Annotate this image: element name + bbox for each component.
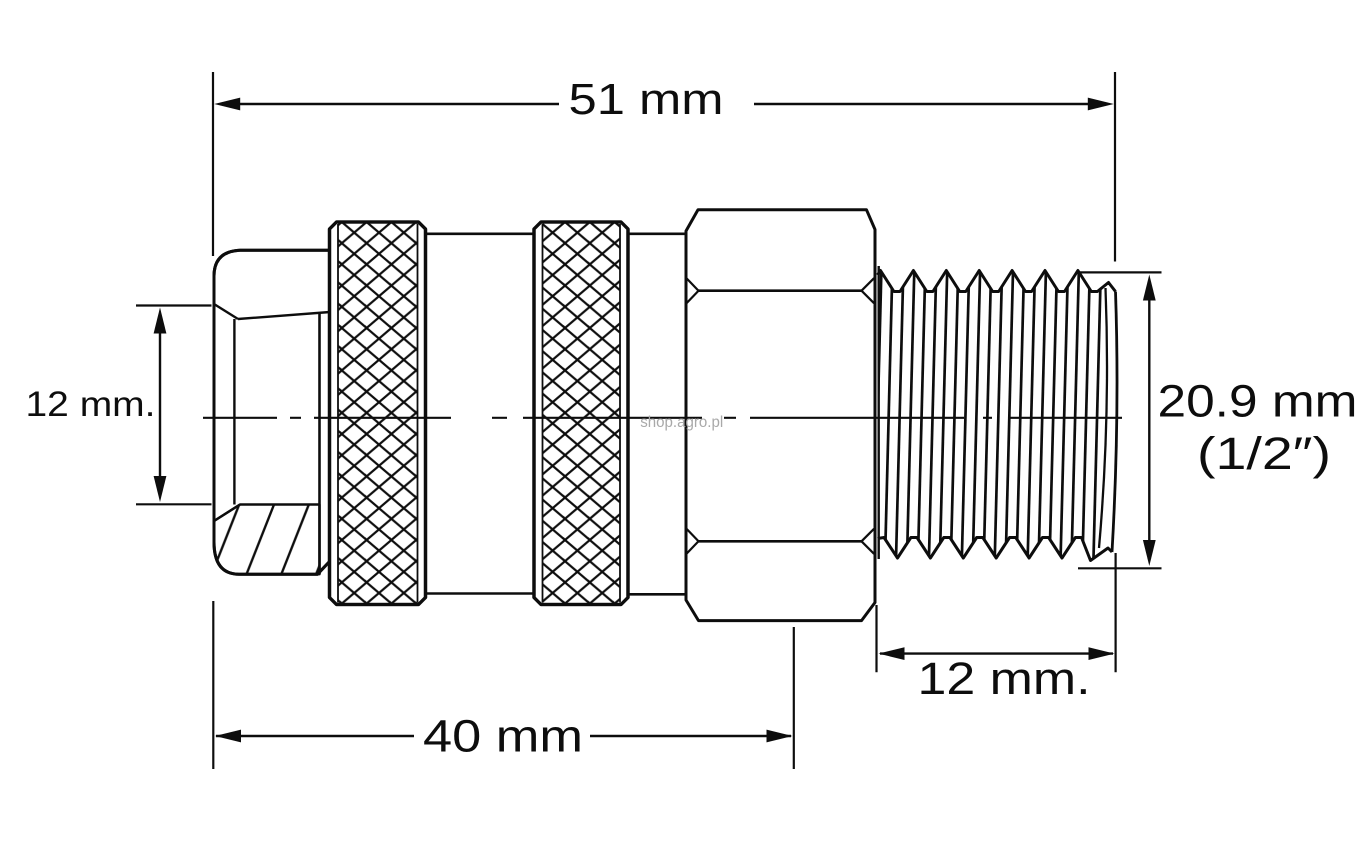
svg-text:51 mm: 51 mm bbox=[569, 75, 724, 124]
svg-text:(1/2″): (1/2″) bbox=[1197, 428, 1331, 479]
svg-text:20.9 mm: 20.9 mm bbox=[1158, 375, 1358, 426]
svg-text:40 mm: 40 mm bbox=[423, 711, 583, 762]
svg-text:shop.agro.pl: shop.agro.pl bbox=[640, 414, 723, 431]
svg-text:12 mm.: 12 mm. bbox=[918, 653, 1091, 704]
svg-text:12 mm.: 12 mm. bbox=[26, 385, 156, 424]
